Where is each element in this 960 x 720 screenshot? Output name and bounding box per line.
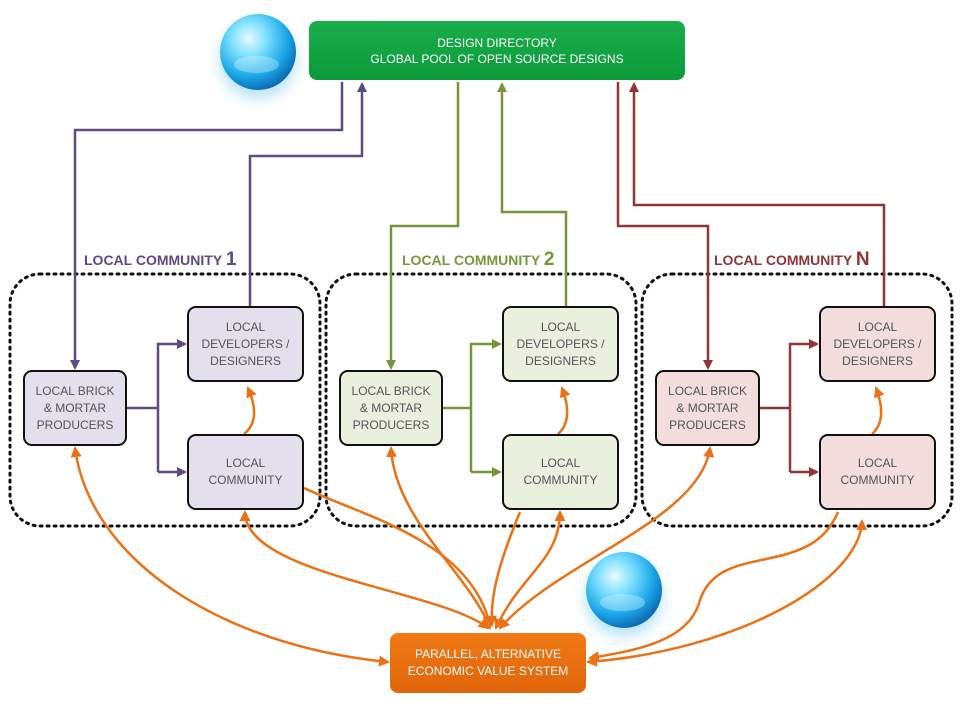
- developers-to-directory-n-arrow: [629, 82, 886, 306]
- community-n-number: N: [855, 249, 870, 270]
- community-line: LOCAL: [857, 456, 898, 470]
- community-line: COMMUNITY: [523, 473, 598, 487]
- community-2-developers-box: LOCAL DEVELOPERS / DESIGNERS: [502, 306, 619, 382]
- community-n-developers-box: LOCAL DEVELOPERS / DESIGNERS: [819, 306, 936, 382]
- directory-to-producers-1-arrow: [70, 82, 344, 370]
- community-n-connectors: [616, 82, 886, 477]
- community-1-community-box: LOCAL COMMUNITY: [187, 434, 304, 510]
- value-to-community-2-arrow: [494, 510, 566, 630]
- producers-line: PRODUCERS: [669, 417, 746, 432]
- developers-line: DEVELOPERS /: [833, 336, 922, 351]
- developers-to-directory-2-arrow: [497, 82, 568, 306]
- community-n-label: LOCAL COMMUNITY N: [714, 249, 870, 271]
- value-system-line-2: ECONOMIC VALUE SYSTEM: [407, 664, 569, 678]
- community-2-community-box: LOCAL COMMUNITY: [502, 434, 619, 510]
- producers-to-developers-1-arrow: [156, 339, 187, 472]
- community-line: LOCAL: [540, 456, 581, 470]
- producers-line: PRODUCERS: [36, 417, 114, 432]
- producers-line: LOCAL BRICK: [351, 383, 431, 398]
- producers-line: & MORTAR: [43, 400, 107, 415]
- developers-line: DESIGNERS: [842, 353, 913, 368]
- directory-to-producers-2-arrow: [386, 82, 460, 370]
- globe-icon: [220, 14, 296, 90]
- producers-line: PRODUCERS: [352, 417, 430, 432]
- design-directory-box: DESIGN DIRECTORY GLOBAL POOL OF OPEN SOU…: [309, 21, 685, 80]
- community-line: COMMUNITY: [840, 473, 915, 487]
- community-n-title: LOCAL COMMUNITY: [714, 252, 852, 268]
- producers-line: LOCAL BRICK: [35, 383, 115, 398]
- community-2-label: LOCAL COMMUNITY 2: [402, 249, 554, 271]
- community-2-number: 2: [543, 249, 555, 270]
- value-to-producers-2-arrow: [386, 446, 492, 630]
- producers-line: LOCAL BRICK: [668, 383, 747, 398]
- developers-line: DESIGNERS: [210, 353, 281, 368]
- developers-to-directory-1-arrow: [248, 82, 367, 306]
- value-to-community-n-arrow: [586, 519, 868, 667]
- design-directory-title: DESIGN DIRECTORY: [437, 35, 557, 50]
- developers-line: LOCAL: [225, 319, 266, 334]
- community-2-producers-box: LOCAL BRICK & MORTAR PRODUCERS: [339, 370, 443, 446]
- value-system-line-1: PARALLEL, ALTERNATIVE: [414, 647, 562, 661]
- community-1-number: 1: [225, 249, 237, 270]
- community-line: COMMUNITY: [208, 473, 283, 487]
- developers-line: DESIGNERS: [525, 353, 596, 368]
- value-system-box: PARALLEL, ALTERNATIVE ECONOMIC VALUE SYS…: [390, 633, 586, 693]
- design-directory-subtitle: GLOBAL POOL OF OPEN SOURCE DESIGNS: [370, 51, 624, 66]
- developers-line: LOCAL: [857, 319, 898, 334]
- producers-line: & MORTAR: [676, 400, 739, 415]
- developers-line: DEVELOPERS /: [201, 336, 290, 351]
- community-1-to-value-arrow: [303, 486, 494, 627]
- value-system-connectors: [70, 386, 885, 667]
- developers-line: LOCAL: [540, 319, 581, 334]
- community-2-title: LOCAL COMMUNITY: [402, 252, 540, 268]
- community-1-producers-box: LOCAL BRICK & MORTAR PRODUCERS: [23, 370, 127, 446]
- producers-to-developers-n-arrow: [788, 339, 819, 472]
- producers-to-developers-2-arrow: [469, 339, 502, 472]
- community-n-community-box: LOCAL COMMUNITY: [819, 434, 936, 510]
- community-1-connectors: [70, 82, 367, 477]
- community-1-label: LOCAL COMMUNITY 1: [84, 249, 236, 271]
- globe-icon: [586, 552, 662, 628]
- producers-line: & MORTAR: [359, 400, 423, 415]
- value-to-producers-1-arrow: [70, 446, 390, 667]
- developers-line: DEVELOPERS /: [516, 336, 605, 351]
- community-line: LOCAL: [225, 456, 266, 470]
- community-n-to-value-arrow: [588, 511, 840, 663]
- directory-to-producers-n-arrow: [616, 82, 713, 370]
- community-to-developers-2-arrow: [557, 386, 571, 435]
- community-1-developers-box: LOCAL DEVELOPERS / DESIGNERS: [187, 306, 304, 382]
- value-to-community-1-arrow: [239, 510, 490, 630]
- community-to-developers-n-arrow: [871, 386, 885, 435]
- community-to-developers-1-arrow: [243, 386, 257, 435]
- community-1-title: LOCAL COMMUNITY: [84, 252, 222, 268]
- community-n-producers-box: LOCAL BRICK & MORTAR PRODUCERS: [655, 370, 760, 446]
